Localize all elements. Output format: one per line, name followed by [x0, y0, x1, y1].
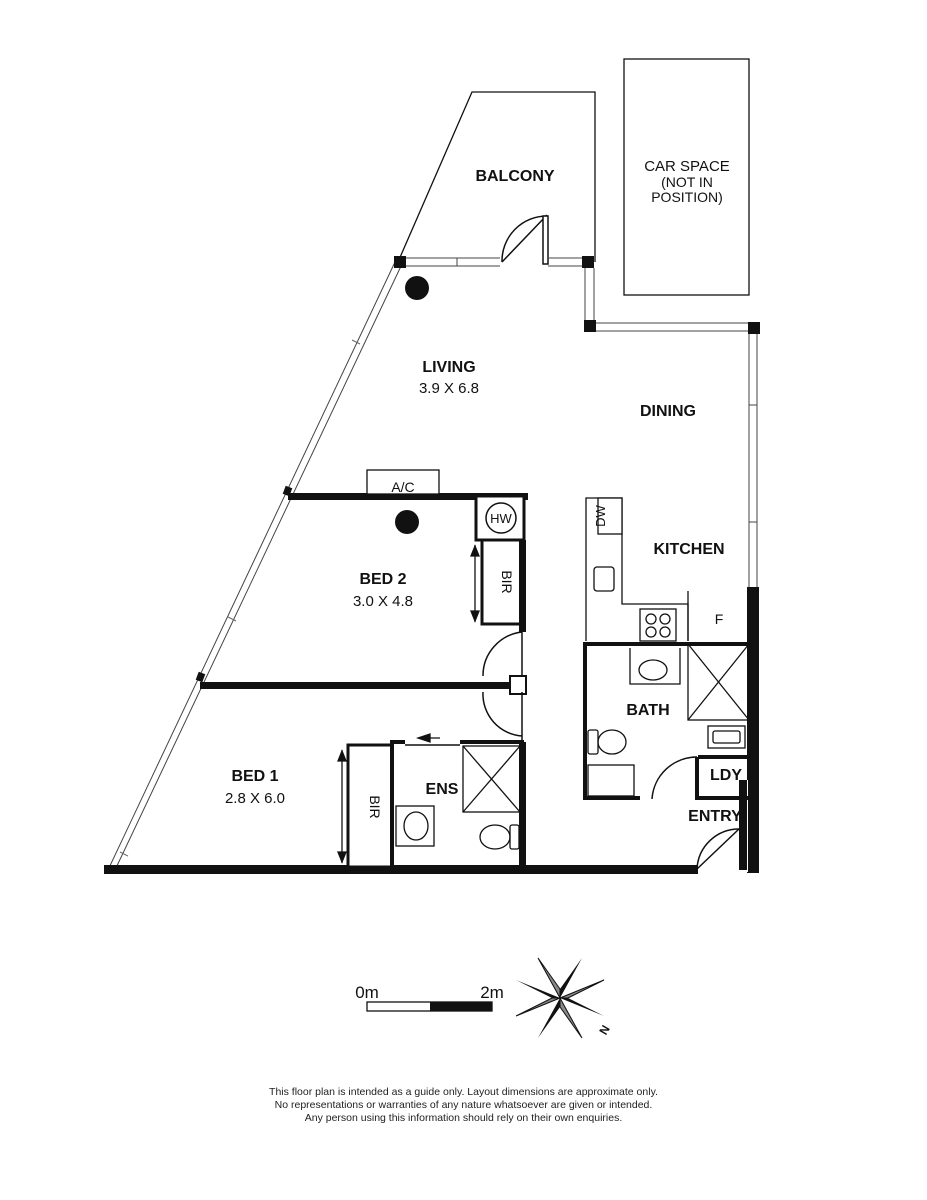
car-space-label: CAR SPACE	[644, 158, 730, 175]
bed2-bir-label: BIR	[499, 570, 515, 593]
bed2-door	[482, 631, 523, 678]
hw-unit	[485, 502, 517, 534]
bed1-door	[482, 691, 523, 742]
bed2-bir-door-arrows	[470, 544, 480, 623]
column-nw	[394, 256, 406, 268]
bath-label: BATH	[626, 702, 669, 719]
dishwasher-label: DW	[593, 504, 608, 526]
bath-door-gap	[640, 793, 698, 803]
balcony-label: BALCONY	[475, 168, 554, 185]
ensuite-toilet	[479, 824, 520, 850]
kitchen-label: KITCHEN	[653, 541, 724, 558]
bed1-dims: 2.8 X 6.0	[225, 790, 285, 807]
balcony-door	[501, 214, 549, 265]
bath-toilet	[587, 729, 627, 755]
disclaimer-line: Any person using this information should…	[304, 1112, 623, 1124]
entry-wall-stub	[739, 780, 747, 870]
laundry-label: LDY	[710, 767, 742, 784]
disclaimer-line: No representations or warranties of any …	[274, 1099, 653, 1111]
bed1-bir-door-arrows	[337, 749, 347, 864]
bed2-corridor-wall	[519, 540, 526, 632]
compass-icon	[515, 957, 605, 1039]
bed1-bir	[346, 743, 394, 869]
disclaimer-line: This floor plan is intended as a guide o…	[269, 1086, 658, 1098]
south-wall	[104, 865, 698, 874]
bed2-top-wall	[288, 493, 528, 500]
ensuite-shower	[462, 745, 521, 813]
cooktop	[639, 608, 677, 642]
column-step	[584, 320, 596, 332]
balcony-outline	[397, 91, 596, 263]
bath-shower	[687, 643, 750, 721]
dining-top-window	[596, 322, 752, 332]
east-window-wall	[748, 334, 758, 587]
ensuite-door-gap	[405, 739, 460, 746]
window-mullions	[195, 485, 293, 683]
scale-start-label: 0m	[355, 983, 379, 1002]
car-space-note-2: POSITION)	[651, 189, 723, 205]
bed2-dims: 3.0 X 4.8	[353, 593, 413, 610]
west-window-wall	[107, 261, 403, 871]
entry-label: ENTRY	[688, 808, 742, 825]
living-dims: 3.9 X 6.8	[419, 380, 479, 397]
hw-label: HW	[490, 511, 512, 526]
living-label: LIVING	[422, 359, 475, 376]
car-space-box	[623, 58, 750, 296]
bath-basin	[629, 648, 681, 685]
ensuite-basin	[395, 805, 435, 847]
car-space-note-1: (NOT IN	[661, 174, 713, 190]
scale-bar	[366, 1001, 493, 1012]
dishwasher	[597, 497, 623, 535]
ensuite-label: ENS	[426, 781, 459, 798]
ensuite-door-arrow	[415, 733, 440, 743]
ac-label: A/C	[391, 479, 414, 495]
dining-step-window	[584, 268, 595, 326]
column-living	[405, 276, 429, 300]
living-top-right-wall	[548, 257, 588, 267]
divider-notch	[509, 675, 527, 695]
kitchen-bench	[585, 497, 689, 641]
ac-unit	[366, 469, 440, 495]
entry-door	[696, 828, 740, 870]
bed-divider-wall	[200, 682, 524, 689]
fridge-label: F	[715, 611, 724, 627]
bed2-label: BED 2	[359, 571, 406, 588]
scale-end-label: 2m	[480, 983, 504, 1002]
bath-shower-cross	[687, 643, 750, 721]
bath-vanity	[587, 764, 635, 797]
column-bed2	[395, 510, 419, 534]
laundry-trough	[707, 725, 746, 749]
column-ne	[582, 256, 594, 268]
window-mullion-ticks	[119, 339, 361, 857]
disclaimer: This floor plan is intended as a guide o…	[0, 1086, 927, 1125]
living-top-window	[400, 257, 500, 267]
kitchen-sink	[593, 566, 615, 592]
bed1-bir-label: BIR	[367, 795, 383, 818]
dining-label: DINING	[640, 403, 696, 420]
column-dining-ne	[748, 322, 760, 334]
bed1-label: BED 1	[231, 768, 278, 785]
